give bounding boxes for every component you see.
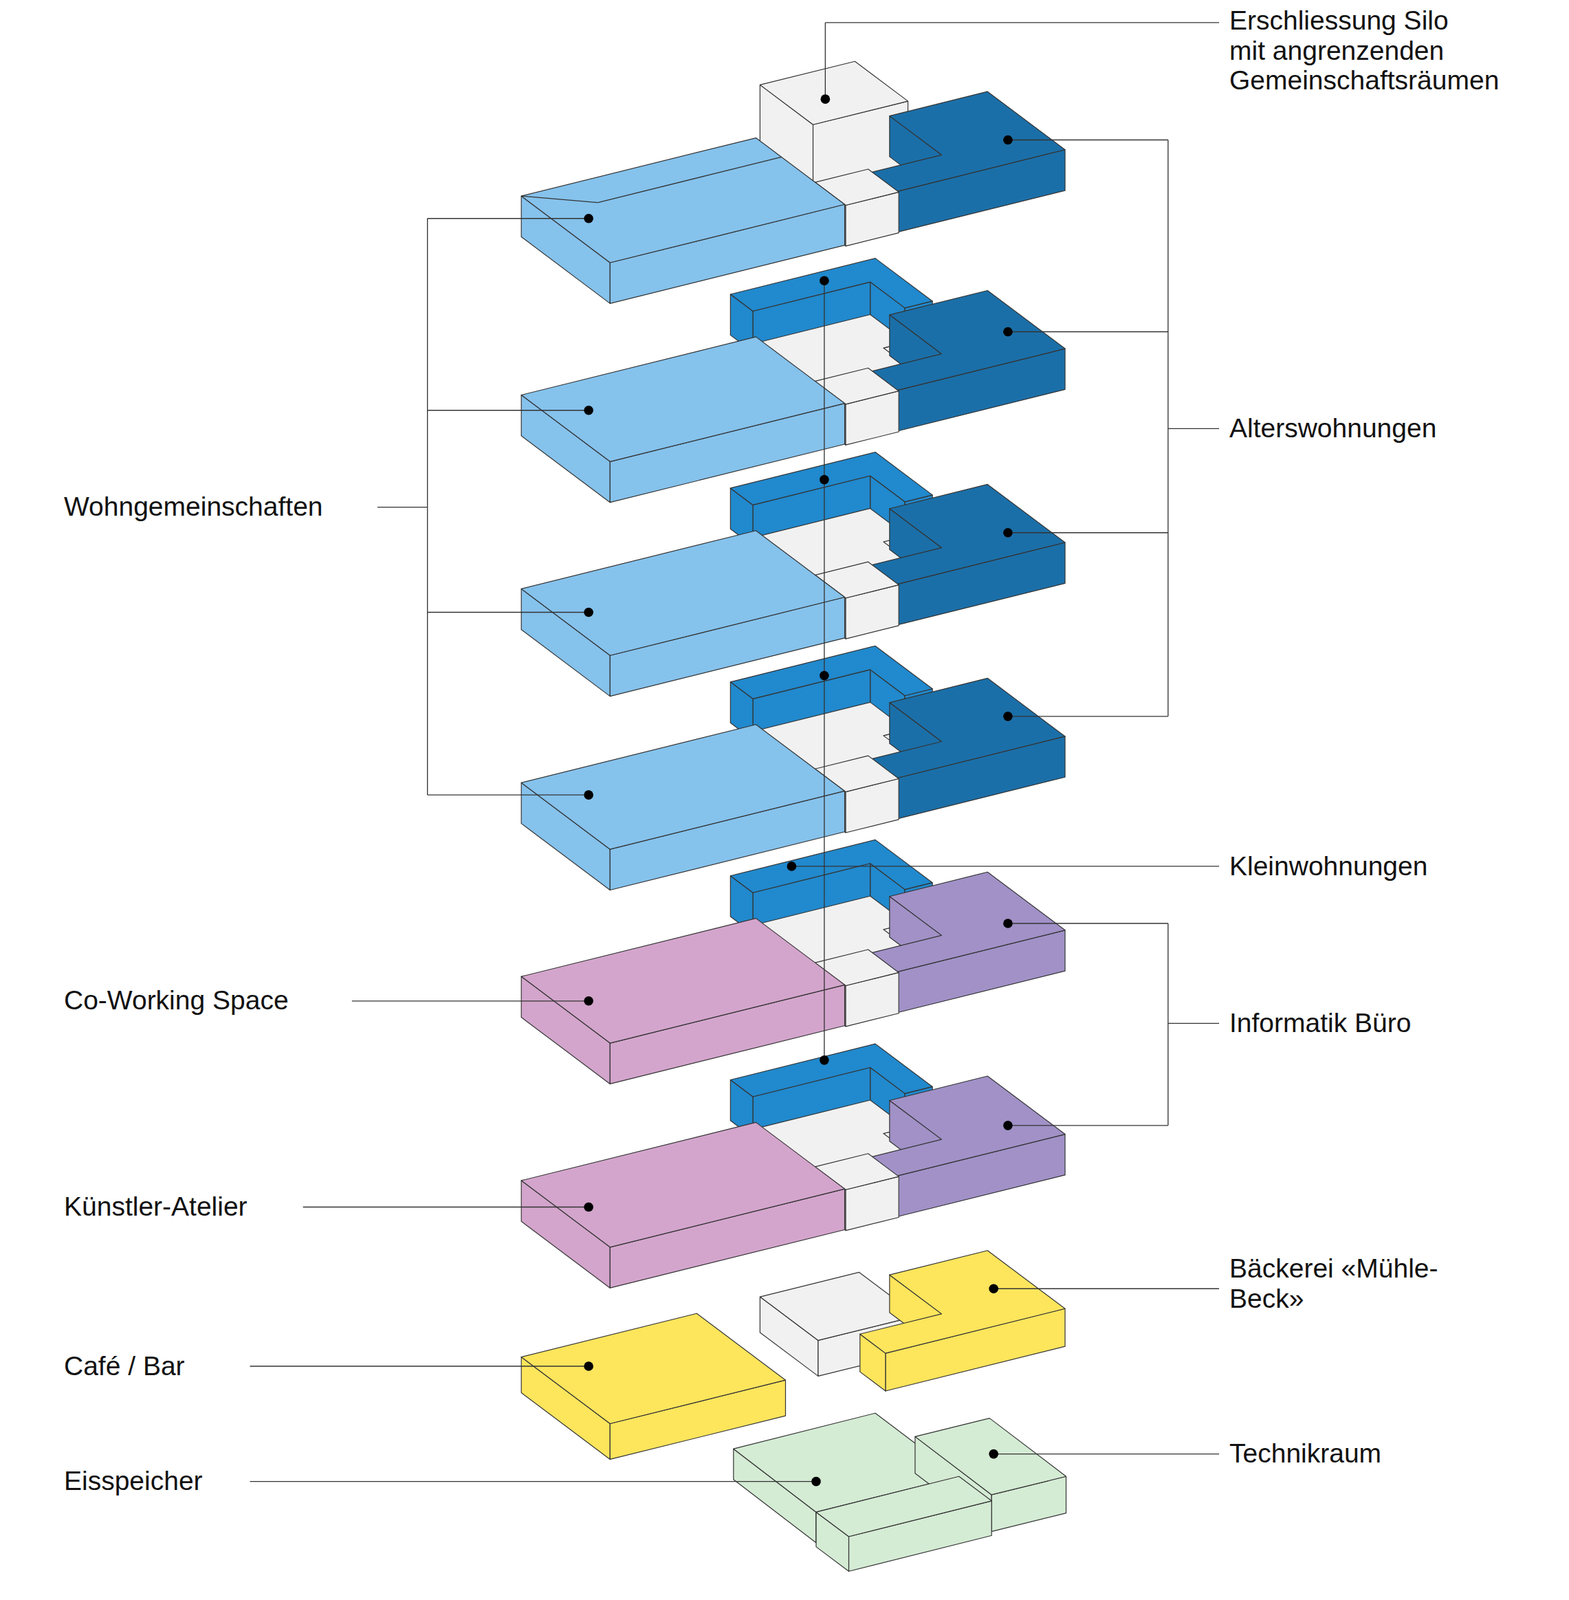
callout-dot xyxy=(988,1283,999,1294)
callout-dot xyxy=(583,1202,594,1213)
callout-dot xyxy=(1003,1120,1013,1131)
leader-line xyxy=(427,611,589,613)
bracket-line xyxy=(1167,140,1169,717)
callout-label: Alterswohnungen xyxy=(1229,413,1546,444)
wing-block-top xyxy=(521,724,845,850)
wing-block-top xyxy=(521,530,845,656)
leader-line xyxy=(250,1365,590,1367)
leader-line xyxy=(377,506,428,508)
callout-dot xyxy=(820,94,831,104)
callout-label: Erschliessung Silo mit angrenzenden Geme… xyxy=(1229,5,1474,96)
callout-label: Künstler-Atelier xyxy=(63,1191,291,1222)
leader-line xyxy=(1007,139,1169,141)
l-block-top xyxy=(860,484,1066,587)
callout-dot xyxy=(819,1055,830,1066)
leader-line xyxy=(427,217,589,219)
callout-dot xyxy=(583,790,594,800)
callout-label: Wohngemeinschaften xyxy=(63,491,422,522)
callout-label: Eisspeicher xyxy=(63,1465,236,1497)
silo-axis-line xyxy=(823,280,825,1061)
callout-dot xyxy=(1003,918,1013,929)
leader-line xyxy=(993,1288,1220,1290)
leader-line xyxy=(1007,532,1169,533)
callout-dot xyxy=(819,475,830,485)
callout-dot xyxy=(988,1449,999,1459)
callout-dot xyxy=(819,671,830,681)
callout-label: Kleinwohnungen xyxy=(1229,851,1546,882)
leader-line xyxy=(1168,428,1220,430)
wing-block-top xyxy=(521,1122,845,1247)
callout-dot xyxy=(1003,528,1013,538)
roof-edge xyxy=(521,195,598,203)
callout-label: Bäckerei «Mühle-Beck» xyxy=(1229,1253,1477,1314)
callout-dot xyxy=(1003,711,1013,722)
callout-dot xyxy=(583,607,594,618)
callout-label: Technikraum xyxy=(1229,1438,1546,1469)
bracket-line xyxy=(426,218,428,795)
leader-line xyxy=(825,22,1220,23)
leader-line xyxy=(993,1453,1220,1455)
leader-line xyxy=(250,1480,817,1482)
callout-dot xyxy=(583,1361,594,1371)
callout-dot xyxy=(787,861,797,872)
callout-label: Informatik Büro xyxy=(1229,1007,1546,1039)
callout-dot xyxy=(811,1476,821,1487)
leader-line xyxy=(303,1206,589,1208)
callout-label: Café / Bar xyxy=(63,1351,236,1382)
silo-tower-top xyxy=(759,61,908,125)
l-block-top xyxy=(860,290,1066,394)
roof-ridge xyxy=(597,156,782,203)
callout-dot xyxy=(583,996,594,1006)
leader-line xyxy=(1007,922,1169,924)
callout-dot xyxy=(1003,327,1013,337)
leader-line xyxy=(1007,715,1169,717)
leader-line xyxy=(791,865,1220,867)
leader-line xyxy=(1168,1023,1220,1024)
l-block-top xyxy=(860,91,1066,194)
leader-line xyxy=(352,1000,589,1002)
wing-block-top xyxy=(521,336,845,462)
callout-dot xyxy=(819,275,830,286)
leader-line xyxy=(1007,331,1169,333)
l-block-top xyxy=(860,1076,1066,1179)
l-block-top xyxy=(860,677,1066,781)
wing-block-top xyxy=(521,918,845,1044)
leader-line xyxy=(427,409,589,411)
wing-block-top xyxy=(521,138,845,263)
cafe-block-top xyxy=(521,1313,786,1424)
leader-line xyxy=(825,22,826,100)
bracket-line xyxy=(1167,923,1169,1126)
callout-label: Co-Working Space xyxy=(63,985,339,1016)
ice-storage-front-top xyxy=(816,1476,992,1537)
callout-dot xyxy=(583,405,594,416)
callout-dot xyxy=(1003,135,1013,146)
leader-line xyxy=(427,794,589,795)
small-flat-block-top xyxy=(730,1043,933,1097)
leader-line xyxy=(1007,1124,1169,1126)
bakery-block-top xyxy=(860,1250,1066,1354)
callout-dot xyxy=(583,213,594,224)
